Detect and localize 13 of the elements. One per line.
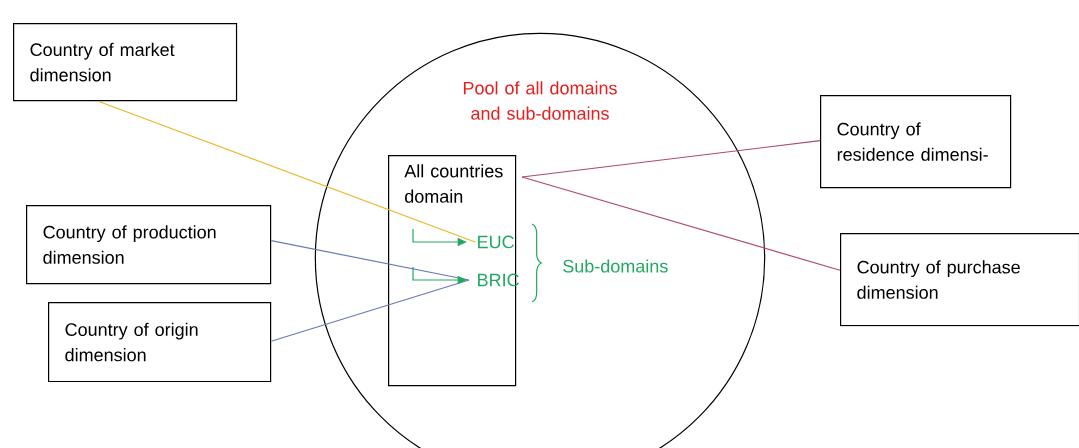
dimension-box: Country of residence dimensi- bbox=[820, 95, 1012, 189]
dimension-box: Country of origin dimension bbox=[48, 302, 272, 383]
pool-heading: Pool of all domains and sub-domains bbox=[463, 81, 617, 120]
connector-line bbox=[521, 176, 841, 271]
brace-label: Sub-domains bbox=[563, 259, 668, 273]
subdomain-label: EUC bbox=[478, 235, 514, 249]
connector-line bbox=[521, 140, 821, 178]
dimension-box: Country of purchase dimension bbox=[840, 233, 1079, 327]
connector-line bbox=[270, 279, 470, 342]
dimension-box: Country of production dimension bbox=[26, 205, 272, 285]
dimension-box: Country of market dimension bbox=[13, 23, 238, 102]
connector-line bbox=[270, 240, 470, 281]
connector-line bbox=[97, 100, 476, 243]
